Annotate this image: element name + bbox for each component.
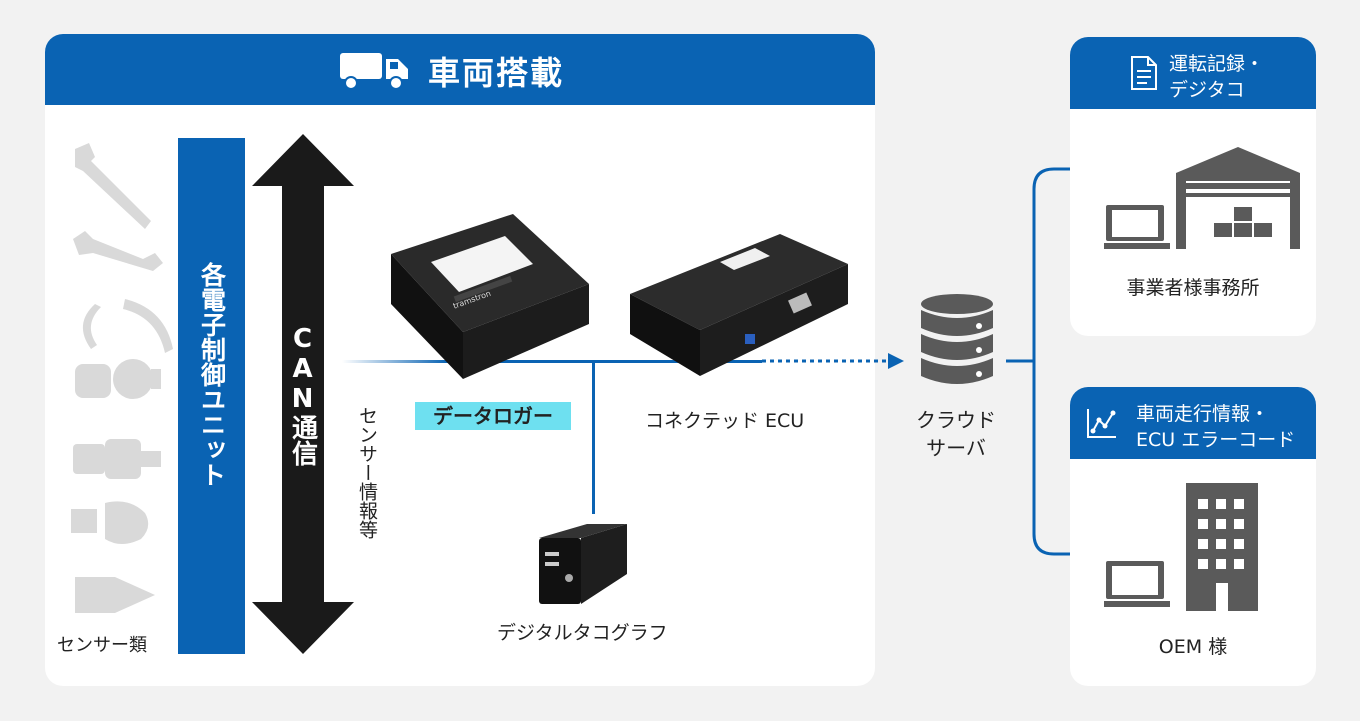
vehicle-panel: 車両搭載 センサー類 各電子制御ユニット CAN通信 センサー情報等 (45, 34, 875, 686)
vehicle-panel-title: 車両搭載 (428, 54, 565, 92)
tachograph-device (539, 524, 627, 604)
database-icon (921, 294, 993, 384)
document-icon (1131, 56, 1157, 90)
ecu-unit-bar (178, 138, 245, 654)
office-heading-line2: デジタコ (1169, 79, 1245, 101)
sensor-silhouettes (71, 143, 173, 613)
office-panel: 運転記録・ デジタコ 事業者様事務所 (1070, 37, 1316, 336)
oem-heading-line2: ECU エラーコード (1136, 429, 1296, 451)
truck-icon (340, 53, 408, 90)
vehicle-panel-header: 車両搭載 (45, 34, 875, 105)
data-logger-device: tramstron (391, 214, 589, 379)
cloud-label-line1: クラウド (916, 408, 996, 432)
sensor-info-label: センサー情報等 (356, 406, 378, 539)
data-logger-label: データロガー (433, 404, 553, 428)
oem-panel-header: 車両走行情報・ ECU エラーコード (1070, 387, 1316, 459)
can-bus-arrow (252, 134, 354, 654)
cloud-label-line2: サーバ (926, 436, 986, 460)
vehicle-bus-lines (342, 360, 762, 514)
can-label: CAN通信 (287, 324, 318, 466)
office-heading-line1: 運転記録・ (1169, 53, 1265, 75)
building-laptop-icon (1104, 483, 1258, 611)
ecu-unit-label: 各電子制御ユニット (197, 262, 227, 487)
oem-caption: OEM 様 (1158, 636, 1228, 658)
sensors-label: センサー類 (57, 635, 147, 656)
warehouse-laptop-icon (1104, 147, 1300, 249)
tachograph-label: デジタルタコグラフ (497, 622, 668, 644)
data-logger-label-bg (415, 402, 571, 430)
connected-ecu-device (630, 234, 848, 376)
office-panel-header: 運転記録・ デジタコ (1070, 37, 1316, 109)
connected-ecu-label: コネクテッド ECU (645, 410, 805, 432)
chart-line-icon (1087, 409, 1116, 438)
office-caption: 事業者様事務所 (1126, 277, 1260, 299)
oem-heading-line1: 車両走行情報・ (1136, 403, 1270, 425)
oem-panel: 車両走行情報・ ECU エラーコード OEM 様 (1070, 387, 1316, 686)
